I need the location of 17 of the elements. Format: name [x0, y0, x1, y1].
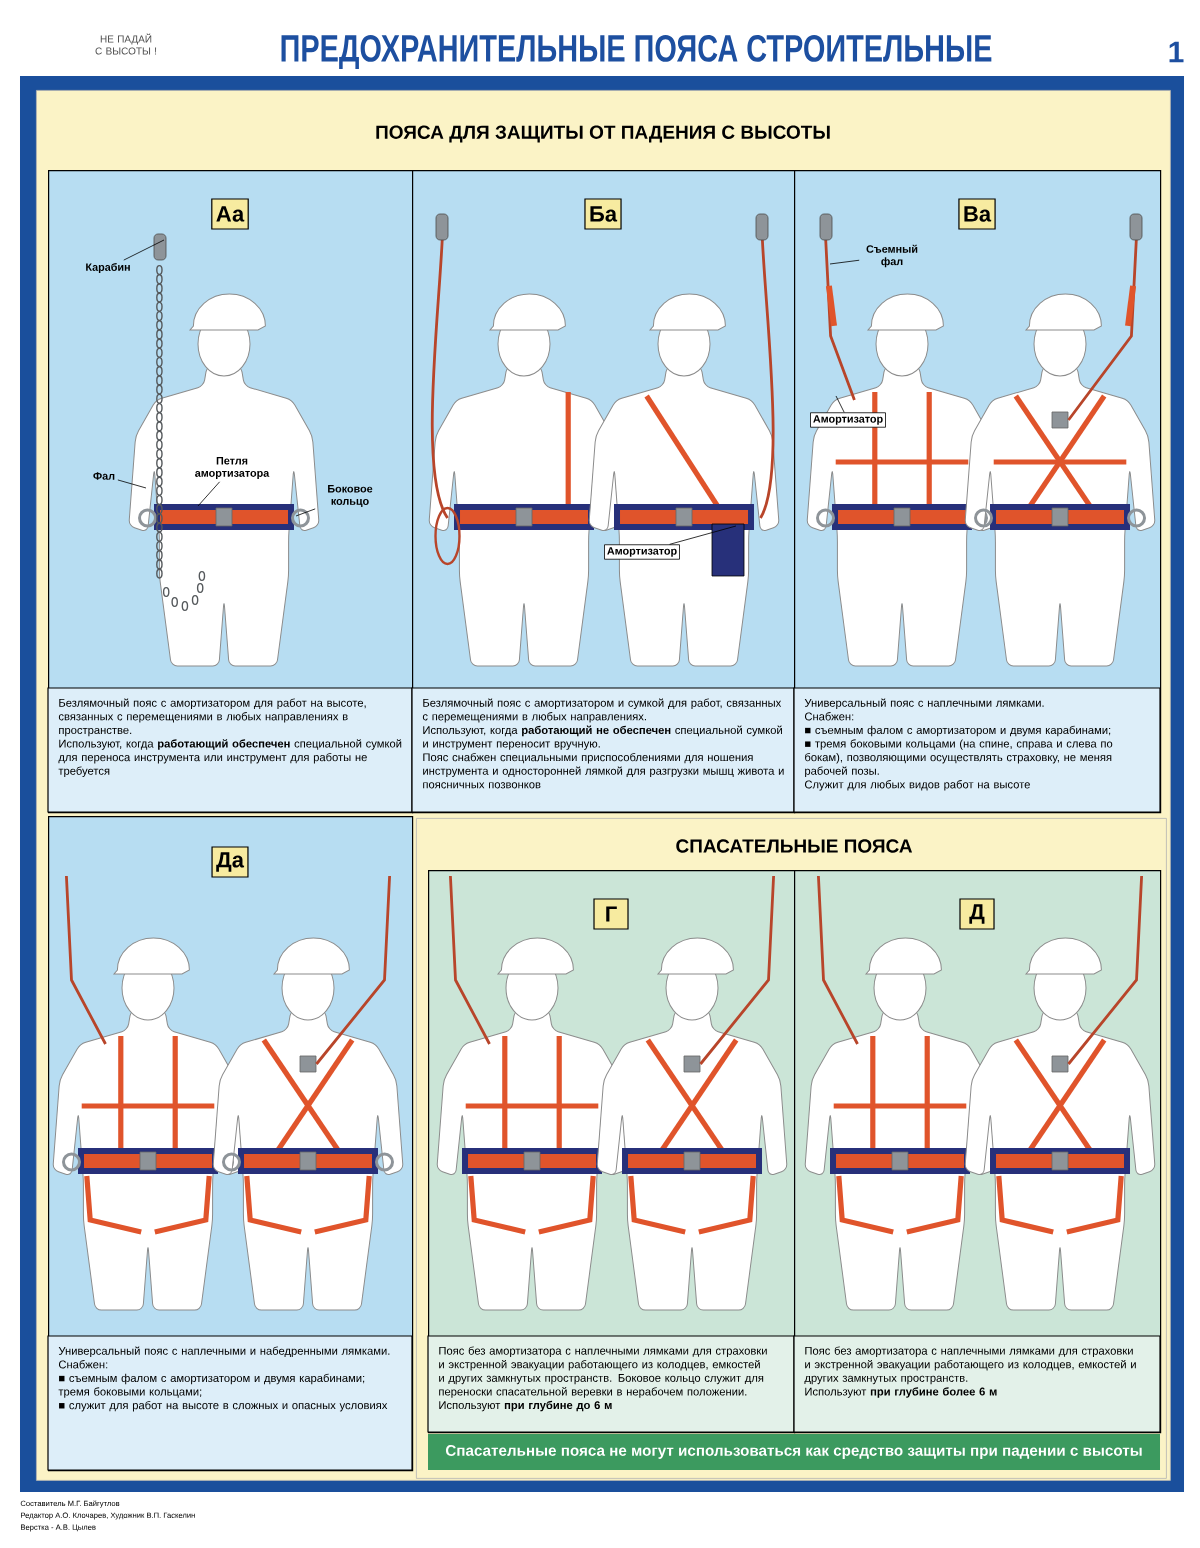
leader-line — [197, 481, 220, 507]
leader-line — [829, 259, 860, 265]
leader-line — [123, 239, 165, 261]
letter-badge: Д — [959, 898, 995, 930]
leader-line — [295, 508, 316, 517]
letter-badge: Ба — [584, 198, 622, 230]
section-heading: ПОЯСА ДЛЯ ЗАЩИТЫ ОТ ПАДЕНИЯ С ВЫСОТЫ — [376, 125, 830, 143]
leader-line — [835, 395, 845, 413]
letter-badge: Г — [593, 898, 629, 930]
page-number: 1 — [1169, 41, 1184, 63]
letter-badge: Аа — [211, 198, 249, 230]
letter-badge: Ва — [958, 198, 996, 230]
section-heading: СПАСАТЕЛЬНЫЕ ПОЯСА — [676, 839, 913, 853]
leader-line — [117, 479, 147, 489]
poster-title: ПРЕДОХРАНИТЕЛЬНЫЕ ПОЯСА СТРОИТЕЛЬНЫЕ — [281, 34, 992, 70]
leader-line — [669, 525, 737, 545]
letter-badge: Да — [211, 846, 249, 878]
